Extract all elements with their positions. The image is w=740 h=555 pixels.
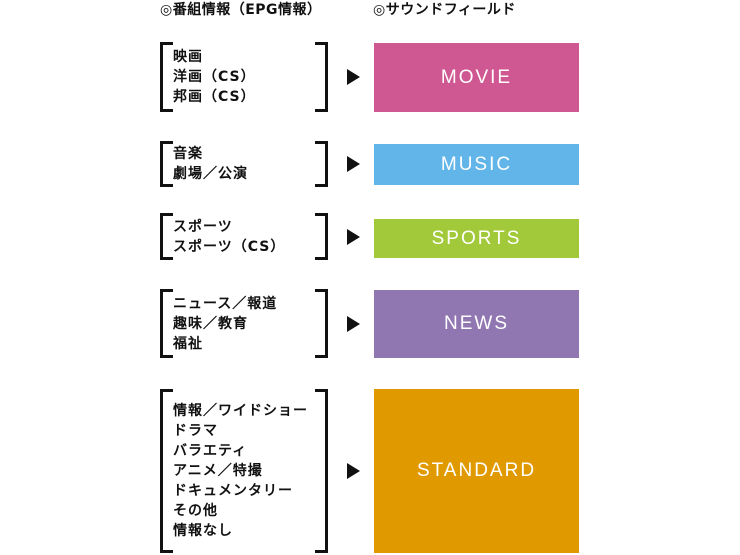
genre-item: スポーツ（CS） [173,238,286,255]
mapping-row-music: 音楽劇場／公演 MUSIC [0,141,740,187]
genre-item: 洋画（CS） [173,69,256,85]
arrow-right-icon [347,156,360,172]
genre-bracket: 情報／ワイドショードラマバラエティアニメ／特撮ドキュメンタリーその他情報なし [160,389,328,553]
bracket-right [315,42,328,112]
mapping-row-standard: 情報／ワイドショードラマバラエティアニメ／特撮ドキュメンタリーその他情報なし ST… [0,389,740,553]
arrow-right-icon [347,463,360,479]
mapping-row-news: ニュース／報道趣味／教育福祉 NEWS [0,289,740,358]
genre-item: ドラマ [173,423,218,439]
genre-item: スポーツ [173,218,233,235]
sound-mode-box: STANDARD [374,389,579,553]
bracket-right [315,213,328,260]
bracket-right [315,389,328,553]
genre-item: バラエティ [173,443,248,459]
genre-bracket: 音楽劇場／公演 [160,141,328,187]
arrow-right-icon [347,69,360,85]
epg-header: ◎番組情報（EPG情報） [160,2,322,18]
genre-item: 邦画（CS） [173,89,256,105]
arrow-right-icon [347,315,360,332]
genre-item: 趣味／教育 [173,315,248,332]
bracket-right [315,289,328,358]
genre-item: ドキュメンタリー [173,483,293,499]
genre-bracket: ニュース／報道趣味／教育福祉 [160,289,328,358]
mapping-row-movie: 映画洋画（CS） 邦画（CS） MOVIE [0,42,740,112]
genre-bracket: 映画洋画（CS） 邦画（CS） [160,42,328,112]
genre-item: 福祉 [173,335,203,352]
sound-mode-box: MOVIE [374,43,579,112]
sound-mode-box: MUSIC [374,144,579,185]
bracket-left [160,213,173,260]
genre-item: アニメ／特撮 [173,463,263,479]
mapping-row-sports: スポーツスポーツ（CS） SPORTS [0,213,740,260]
genre-item: その他 [173,503,218,519]
arrow-right-icon [347,228,360,245]
genre-item: ニュース／報道 [173,295,278,312]
bracket-left [160,42,173,112]
bracket-left [160,141,173,187]
genre-item: 情報／ワイドショー [173,403,308,419]
sound-field-header: ◎サウンドフィールド [373,2,516,18]
bracket-left [160,389,173,553]
genre-item: 映画 [173,49,203,65]
bracket-right [315,141,328,187]
sound-mode-box: NEWS [374,290,579,358]
sound-mode-box: SPORTS [374,219,579,258]
genre-item: 音楽 [173,146,203,162]
bracket-left [160,289,173,358]
genre-bracket: スポーツスポーツ（CS） [160,213,328,260]
genre-item: 劇場／公演 [173,166,248,182]
genre-item: 情報なし [173,523,233,539]
